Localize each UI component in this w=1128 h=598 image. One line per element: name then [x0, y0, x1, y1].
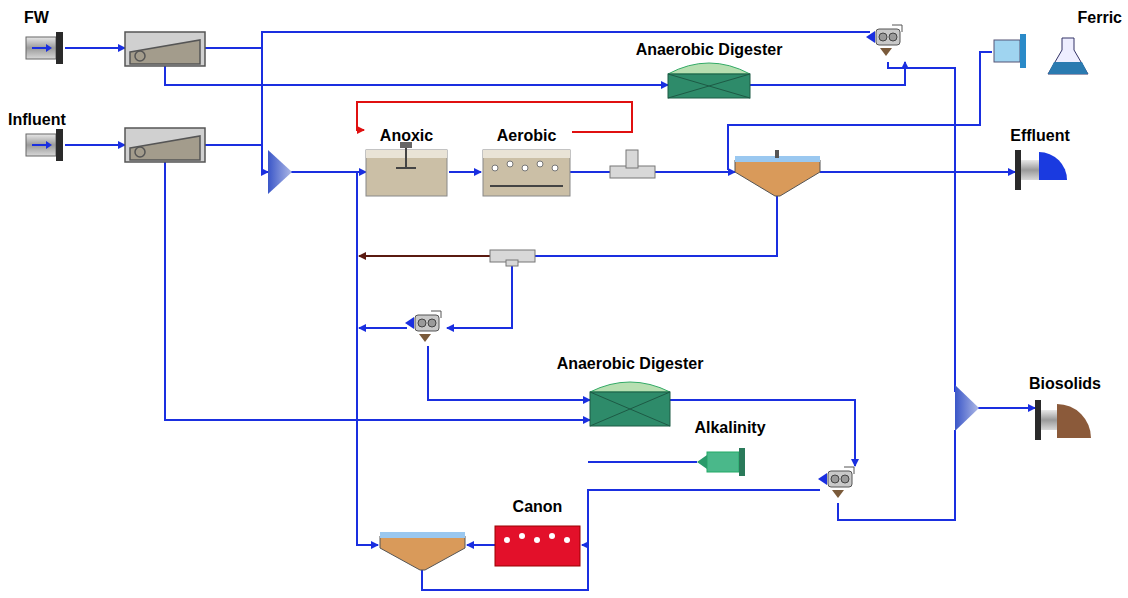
unit-name: Ferric: [1036, 8, 1122, 27]
unit-label-box: Anaerobic Digester: [610, 40, 808, 59]
unit-label-box: Aerobic: [481, 126, 572, 198]
unit-name: Biosolids: [1013, 374, 1117, 393]
unit-label-box: FW: [24, 8, 68, 27]
unit-name: Canon: [488, 497, 587, 516]
unit-label-box: Biosolids: [1013, 374, 1117, 393]
unit-label-box: Influent: [8, 110, 92, 129]
unit-name: FW: [24, 8, 68, 27]
unit-name: Aerobic: [481, 126, 572, 145]
unit-name: Effluent: [993, 126, 1087, 145]
unit-label-box: Canon: [488, 497, 587, 516]
unit-name: Anaerobic Digester: [538, 354, 722, 373]
unit-name: Anoxic: [364, 126, 449, 145]
unit-label-box: Alkalinity: [678, 418, 782, 437]
unit-name: Influent: [8, 110, 92, 129]
unit-name: Alkalinity: [678, 418, 782, 437]
flow-line: [449, 171, 481, 173]
unit-label-box: Anoxic: [364, 126, 449, 198]
unit-label-box: Anaerobic Digester: [538, 354, 722, 373]
unit-name: Anaerobic Digester: [610, 40, 808, 59]
unit-label-box: Effluent: [993, 126, 1087, 145]
unit-label-box: Ferric: [1036, 8, 1122, 27]
